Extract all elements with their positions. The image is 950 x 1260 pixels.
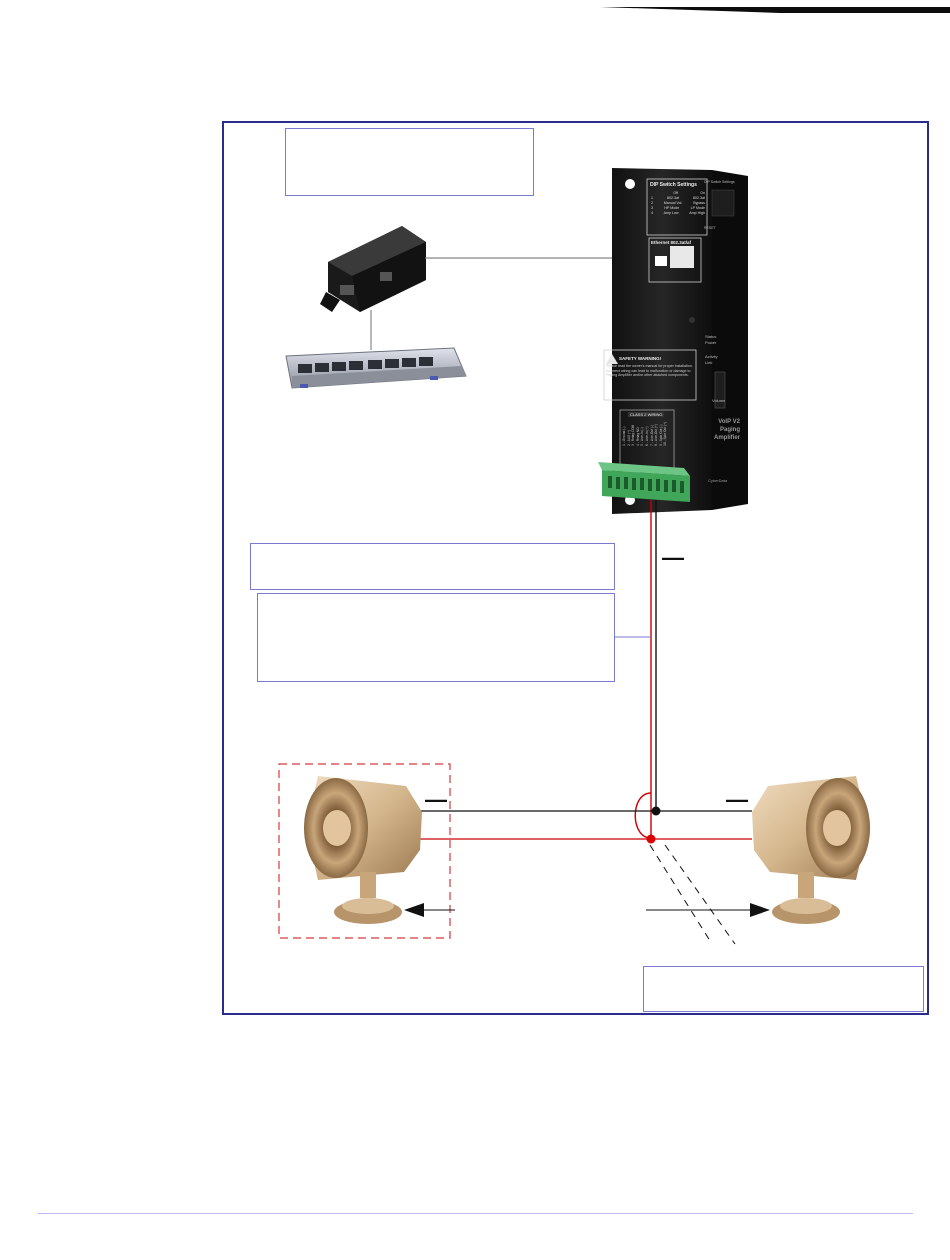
ethernet-port xyxy=(670,246,694,268)
callout-speaker-output xyxy=(250,543,615,590)
top-rule xyxy=(0,0,950,13)
junction-negative xyxy=(651,806,661,816)
dashed-line-2 xyxy=(664,844,736,945)
minus-marker-amplifier: — xyxy=(662,545,684,570)
status-led xyxy=(689,317,695,323)
callout-network-equipment xyxy=(285,128,534,196)
injector-port-out xyxy=(380,272,392,281)
arrow-right-horn xyxy=(646,903,770,917)
minus-marker-right-horn: — xyxy=(726,787,748,812)
horn-speaker-left xyxy=(304,776,422,924)
network-switch xyxy=(285,347,467,389)
first-horn-box xyxy=(278,763,451,939)
callout-additional-horns xyxy=(643,966,924,1012)
wire-crossover xyxy=(634,792,652,839)
arrow-left-horn xyxy=(404,903,455,917)
side-dip-switch xyxy=(711,189,735,217)
junction-positive xyxy=(646,834,656,844)
dashed-line-1 xyxy=(649,844,713,945)
warning-icon xyxy=(606,354,618,364)
terminal-block xyxy=(598,462,690,502)
horn-speaker-right xyxy=(752,776,870,924)
mount-hole-top xyxy=(625,179,635,189)
page-footer-rule xyxy=(38,1213,913,1214)
minus-marker-left-horn: — xyxy=(425,787,447,812)
volume-knob xyxy=(714,371,726,409)
diagram-frame xyxy=(222,121,929,1015)
poe-injector xyxy=(320,226,426,312)
paging-amplifier xyxy=(598,168,748,514)
injector-port-in xyxy=(340,285,354,295)
top-rule-graphic xyxy=(0,7,950,13)
callout-speaker-specs xyxy=(257,593,615,682)
